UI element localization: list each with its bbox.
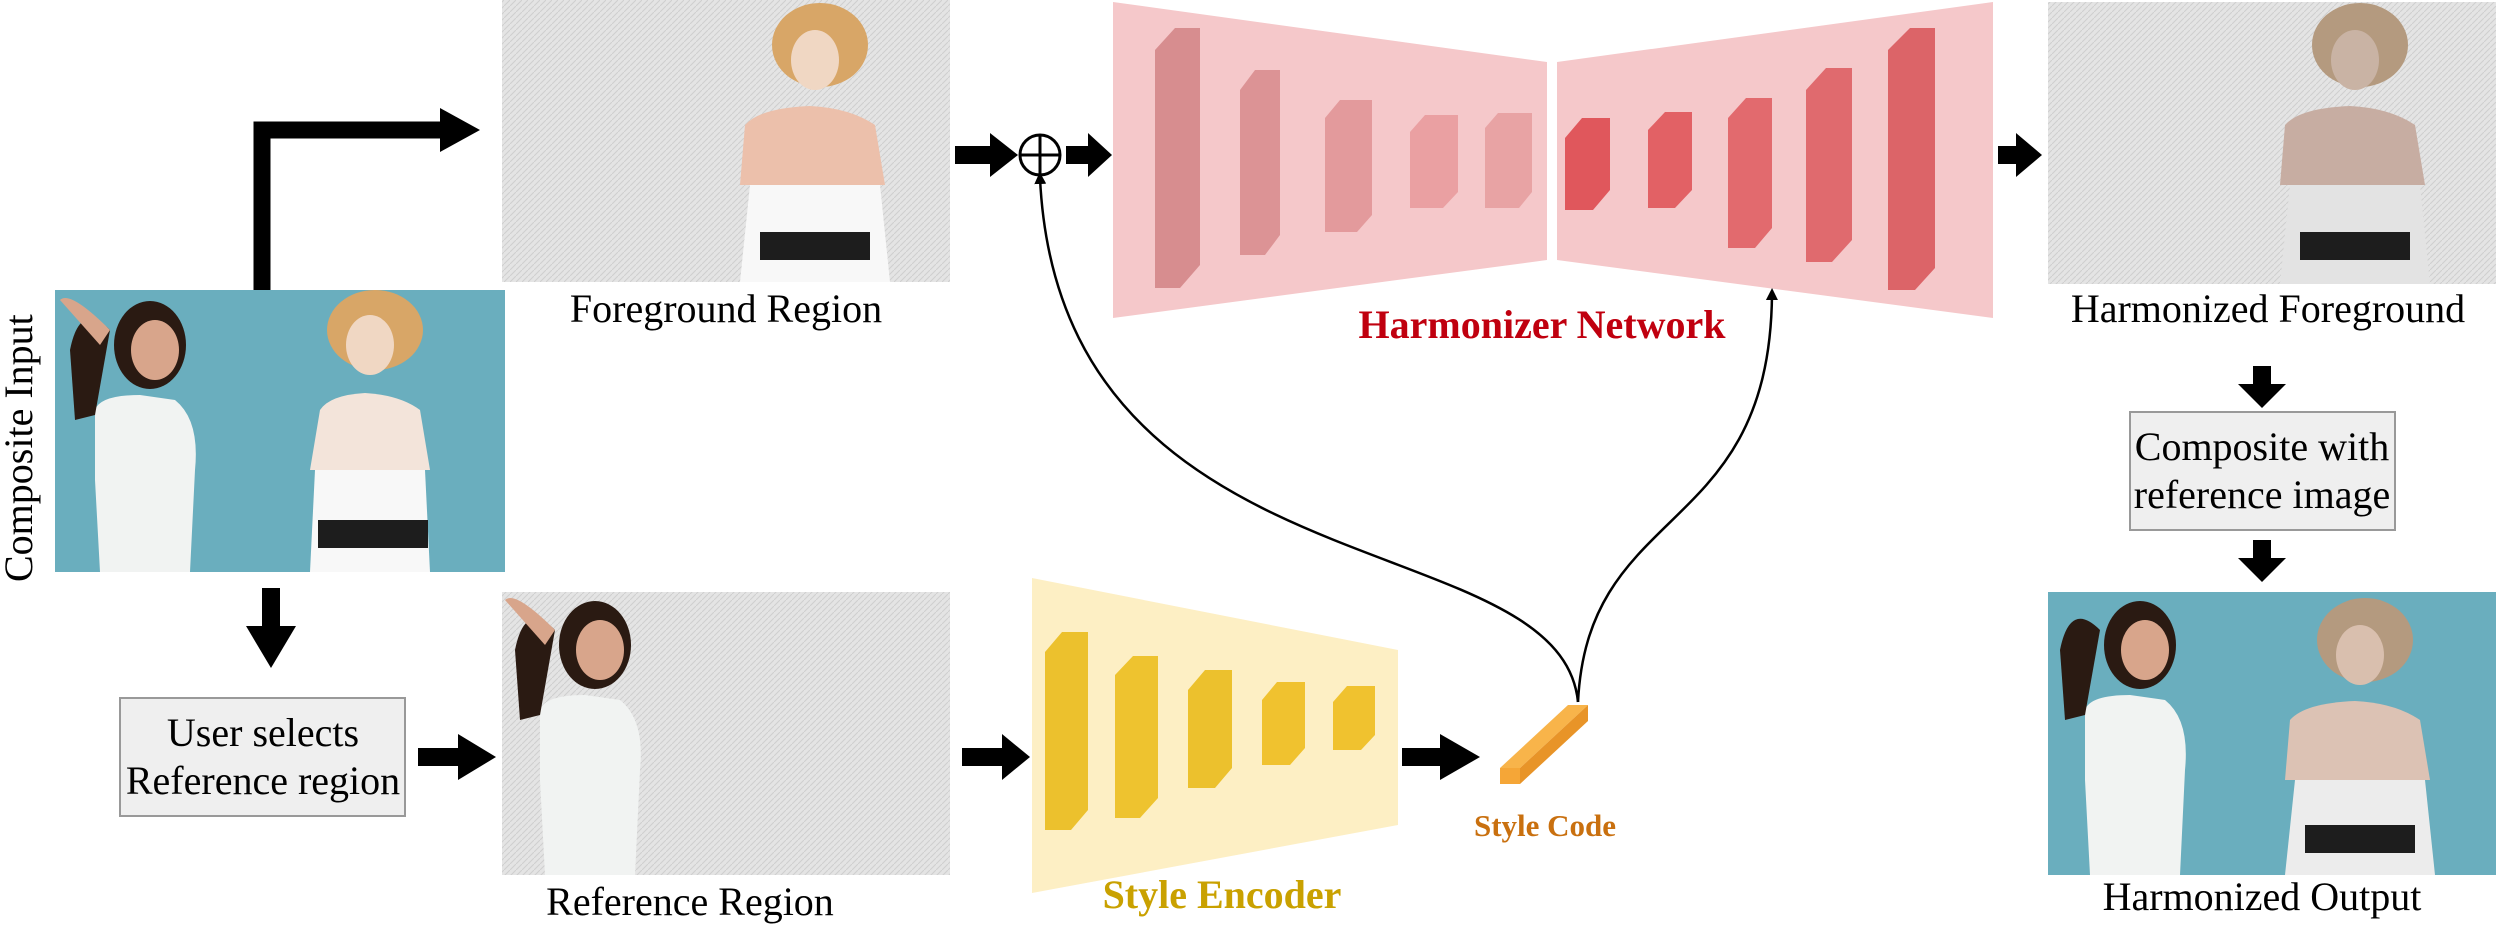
style-to-sum-connector bbox=[1034, 172, 1580, 703]
style-to-harmonizer-connector bbox=[1576, 288, 1778, 703]
style-code-block bbox=[1500, 705, 1588, 784]
style-encoder-blocks bbox=[1045, 632, 1375, 830]
composite-with-line1: Composite with bbox=[2135, 424, 2389, 469]
arrow-to-composite-box bbox=[2238, 366, 2286, 408]
harmonized-output-label: Harmonized Output bbox=[2103, 874, 2422, 919]
harmonized-output-image bbox=[2048, 592, 2496, 875]
foreground-region-image bbox=[502, 0, 950, 282]
harmonized-foreground-image bbox=[2048, 2, 2496, 284]
reference-region-image bbox=[502, 592, 950, 875]
style-encoder bbox=[1032, 578, 1398, 893]
arrow-to-style-code bbox=[1402, 734, 1480, 780]
arrow-to-sum bbox=[955, 133, 1018, 177]
arrow-to-harmonized-foreground bbox=[1998, 133, 2042, 177]
harmonized-foreground-label: Harmonized Foreground bbox=[2071, 286, 2465, 331]
reference-region-label: Reference Region bbox=[546, 879, 834, 924]
arrow-to-harmonizer bbox=[1066, 133, 1112, 177]
composite-with-reference-box: Composite with reference image bbox=[2129, 411, 2396, 531]
user-selects-line1: User selects bbox=[167, 710, 359, 755]
composite-with-line2: reference image bbox=[2134, 472, 2390, 517]
foreground-person-figure bbox=[310, 290, 430, 572]
user-selects-line2: Reference region bbox=[126, 758, 400, 803]
reference-person-figure bbox=[60, 298, 196, 572]
style-code-label: Style Code bbox=[1474, 808, 1616, 843]
circle-plus-icon bbox=[1018, 133, 1062, 177]
composite-input-label: Composite Input bbox=[0, 314, 41, 582]
arrow-to-harmonized-output bbox=[2238, 540, 2286, 582]
harmonizer-decoder-blocks bbox=[1565, 28, 1935, 290]
harmonizer-network bbox=[1113, 2, 1993, 318]
arrow-to-user-selects bbox=[246, 588, 296, 668]
arrow-to-style-encoder bbox=[962, 734, 1030, 780]
style-encoder-label: Style Encoder bbox=[1103, 872, 1342, 917]
composite-input-image bbox=[55, 290, 505, 572]
harmonizer-encoder-blocks bbox=[1155, 28, 1532, 288]
user-selects-box: User selects Reference region bbox=[119, 697, 406, 817]
arrow-to-foreground bbox=[253, 108, 480, 290]
harmonizer-network-label: Harmonizer Network bbox=[1359, 302, 1727, 347]
arrow-to-reference-region bbox=[418, 734, 496, 780]
foreground-region-label: Foreground Region bbox=[570, 286, 882, 331]
